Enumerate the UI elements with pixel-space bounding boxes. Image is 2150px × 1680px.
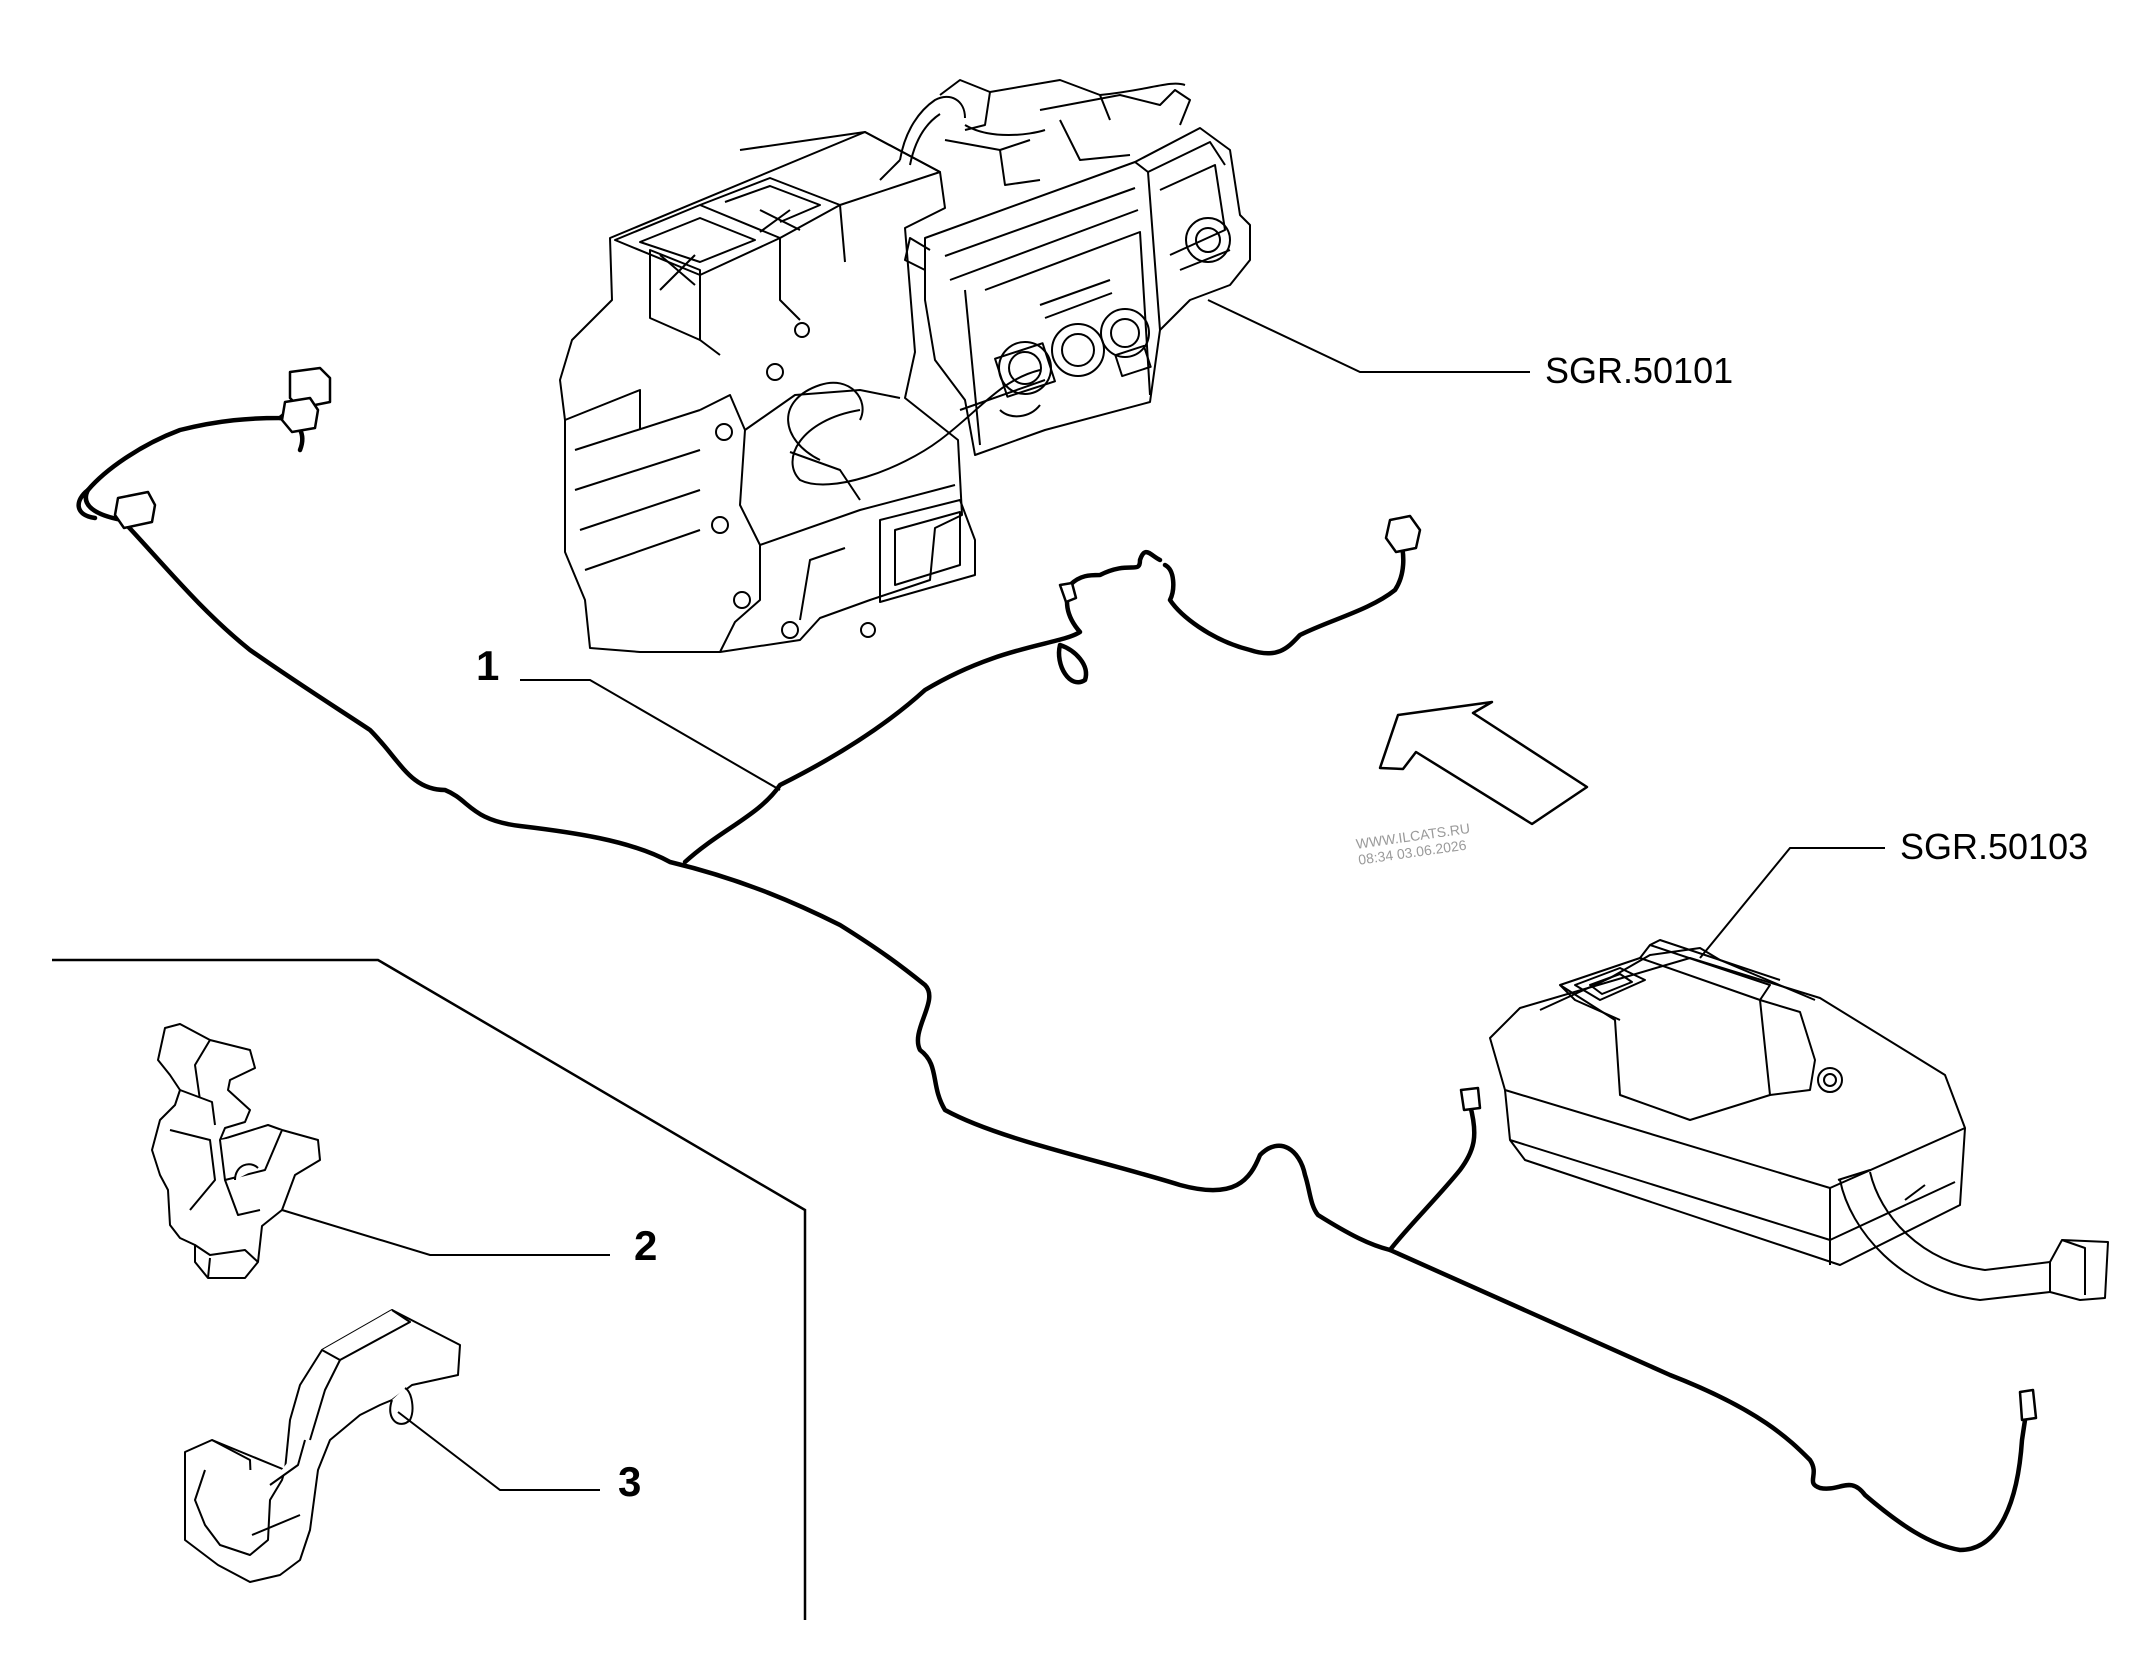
leader-sgr-50101	[1207, 299, 1530, 373]
reference-label-sgr-50103[interactable]: SGR.50103	[1900, 826, 2089, 867]
leader-part-3	[397, 1411, 600, 1491]
harness-connectors	[113, 366, 2038, 1422]
clip-part-drawing	[151, 1023, 321, 1279]
module-drawing	[1489, 939, 2109, 1301]
callout-number-2[interactable]: 2	[634, 1222, 658, 1269]
reference-label-sgr-50101[interactable]: SGR.50101	[1545, 350, 1734, 391]
leader-sgr-50103	[1699, 847, 1885, 959]
leader-lines	[281, 299, 1885, 1491]
callout-number-3[interactable]: 3	[618, 1458, 642, 1505]
callout-number-1[interactable]: 1	[476, 642, 500, 689]
airflow-arrow	[1378, 700, 1589, 826]
bracket-part-drawing	[184, 1309, 461, 1583]
leader-part-2	[281, 1209, 610, 1256]
hvac-unit-drawing	[559, 79, 1251, 653]
section-divider	[52, 958, 807, 1620]
wiring-harness-drawing	[76, 407, 2028, 1553]
leader-part-1	[520, 679, 781, 791]
